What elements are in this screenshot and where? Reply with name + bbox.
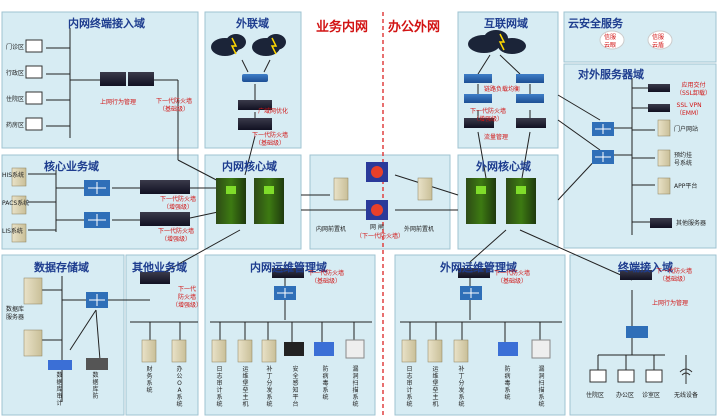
zone-intranet-core: 内网核心域 (222, 160, 277, 173)
core-switch-icons (216, 178, 536, 224)
gatekeeper-icon (366, 162, 388, 220)
label-ngfw-next: 下一代 防火墙 （增强级） (172, 286, 203, 309)
label-patch: 补丁分发系统 (266, 366, 273, 408)
label-ngfw-basic: 下一代防火墙 （基础级） (156, 98, 193, 113)
label-ngfw-ops-in: 下一代防火墙 （基础级） (308, 270, 345, 285)
label-office-inpatient: 住院区 (586, 392, 605, 399)
zone-intranet-access: 内网终端接入域 (68, 17, 145, 30)
label-vuln-scan: 漏洞扫描系统 (352, 366, 359, 408)
zone-core-business: 核心业务域 (44, 160, 99, 173)
label-office-admin: 办公区 (616, 392, 635, 399)
label-bastion: 运维堡垒主机 (242, 366, 249, 408)
label-ngfw-basic-2: 下一代防火墙 （基础级） (252, 132, 289, 147)
label-oa: 办公OA系统 (176, 366, 183, 408)
label-antivirus-2: 防病毒系统 (504, 366, 511, 401)
zone-data-storage: 数据存储域 (34, 261, 89, 274)
server-icons (11, 119, 671, 363)
label-app-delivery: 应用交付 （SSL卸载） (676, 82, 711, 97)
label-his: HIS系统 (2, 172, 25, 179)
switch-icons (84, 122, 648, 338)
label-inpatient: 住院区 (6, 96, 25, 103)
label-patch-2: 补丁分发系统 (458, 366, 465, 408)
zone-other-business: 其他业务域 (132, 261, 187, 274)
label-vuln-scan-2: 漏洞扫描系统 (538, 366, 545, 408)
zone-extranet: 外联域 (236, 17, 269, 30)
label-load-balance: 链路负载均衡 (484, 86, 521, 93)
label-db-audit: 数据库审计 (56, 372, 63, 407)
label-log-audit: 日志审计系统 (216, 366, 223, 408)
label-gatekeeper-ngfw: （下一代防火墙） (356, 233, 405, 240)
label-ngfw-enh: 下一代防火墙 （增强级） (470, 108, 507, 123)
label-ngfw-enh-3: 下一代防火墙 （增强级） (158, 228, 195, 243)
label-db-server: 数据库 服务器 (6, 306, 25, 321)
label-pharmacy: 药房区 (6, 122, 25, 129)
zone-external-services: 对外服务器域 (578, 68, 644, 81)
label-log-audit-2: 日志审计系统 (406, 366, 413, 408)
label-admin: 行政区 (6, 70, 25, 77)
label-behavior-mgmt: 上网行为管理 (100, 99, 137, 106)
zone-extranet-ops: 外网运维管理域 (440, 261, 517, 274)
label-wan-opt: 广域网优化 (258, 108, 289, 115)
label-bastion-2: 运维堡垒主机 (432, 366, 439, 408)
appliance-icons (100, 72, 672, 284)
label-extranet-frontend: 外网前置机 (404, 226, 435, 233)
zone-cloud-security: 云安全服务 (568, 17, 623, 30)
label-traffic-mgmt: 流量管理 (484, 134, 509, 141)
label-ssl-vpn: SSL VPN （EMM） (676, 102, 703, 117)
cloud-icon (211, 30, 673, 56)
label-lis: LIS系统 (2, 228, 23, 235)
header-extranet: 办公外网 (388, 20, 441, 35)
zone-terminal-access: 终端接入域 (618, 261, 673, 274)
connections (28, 28, 687, 402)
zone-internet: 互联网域 (484, 17, 528, 30)
label-cloud-shield: 信服 云盾 (652, 34, 665, 49)
label-outpatient: 门诊区 (6, 44, 25, 51)
label-portal: 门户网站 (674, 126, 699, 133)
label-ngfw-term: 下一代防火墙 （基础级） (656, 268, 693, 283)
router-icons (242, 74, 544, 103)
label-pacs: PACS系统 (2, 200, 30, 207)
label-office-clinic: 诊室区 (642, 392, 661, 399)
label-other-servers: 其他服务器 (676, 220, 707, 227)
header-intranet: 业务内网 (316, 20, 369, 35)
label-wireless: 无线设备 (674, 392, 699, 399)
label-intranet-frontend: 内网前置机 (316, 226, 347, 233)
zone-extranet-core: 外网核心域 (476, 160, 531, 173)
label-ngfw-core: 下一代防火墙 （增强级） (160, 196, 197, 211)
terminal-icons (25, 39, 693, 384)
label-antivirus: 防病毒系统 (322, 366, 329, 401)
label-cloud-eye: 信服 云眼 (604, 34, 617, 49)
security-appliance-icons (48, 339, 551, 370)
label-registration: 预约挂 号系统 (674, 152, 693, 167)
label-data-backup: 数据库防 (92, 372, 99, 400)
zone-intranet-ops: 内网运维管理域 (250, 261, 327, 274)
label-app-platform: APP平台 (674, 183, 698, 190)
label-behavior-mgmt-2: 上网行为管理 (652, 300, 689, 307)
label-sec-awareness: 安全感知平台 (292, 366, 299, 408)
label-finance: 财务系统 (146, 366, 153, 394)
label-gatekeeper: 网 闸 (370, 224, 384, 231)
label-ngfw-ops-out: 下一代防火墙 （基础级） (494, 270, 531, 285)
